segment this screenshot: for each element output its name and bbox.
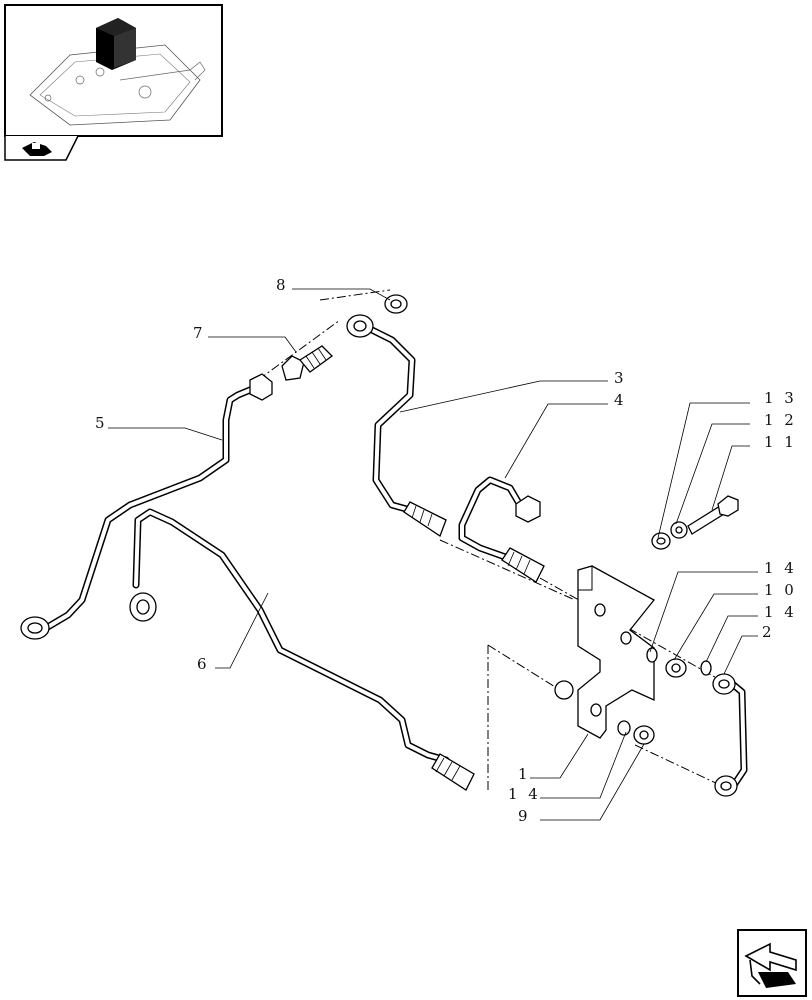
pipe-6	[129, 508, 475, 791]
washer-10	[665, 658, 687, 678]
callout-5: 5	[95, 414, 108, 432]
callout-1: 1	[518, 765, 531, 783]
callout-13: 1 3	[764, 389, 797, 407]
nut-9	[633, 725, 655, 745]
nut-13	[651, 532, 671, 550]
callout-11: 1 1	[764, 433, 797, 451]
callout-6: 6	[197, 655, 210, 673]
bolt-11	[687, 495, 739, 535]
pipe-2	[712, 673, 748, 797]
callout-12: 1 2	[764, 411, 797, 429]
next-page-button[interactable]	[737, 929, 807, 997]
bracket-1	[554, 565, 655, 739]
seal-14-right	[700, 660, 712, 676]
section-tab[interactable]	[4, 135, 79, 161]
tractor-section-icon	[22, 142, 52, 156]
seal-14-upper	[646, 647, 658, 663]
assembly-thumbnail[interactable]	[4, 4, 223, 137]
pipe-4	[458, 476, 545, 583]
washer-8	[384, 294, 408, 314]
callout-14-upper: 1 4	[764, 559, 797, 577]
seal-14-lower	[617, 720, 631, 736]
alignment-lines	[257, 289, 721, 790]
callout-14-lower: 1 4	[508, 785, 541, 803]
callout-14-right: 1 4	[764, 603, 797, 621]
callout-2: 2	[762, 623, 775, 641]
callout-9: 9	[518, 807, 531, 825]
callout-4: 4	[614, 391, 627, 409]
callout-7: 7	[193, 324, 206, 342]
next-page-arrow-icon	[744, 942, 797, 988]
callout-10: 1 0	[764, 581, 797, 599]
callout-3: 3	[614, 369, 627, 387]
washer-12	[670, 521, 688, 539]
fitting-7	[281, 345, 333, 381]
leader-lines	[108, 288, 758, 821]
pipe-3	[346, 314, 447, 537]
pipe-5	[20, 373, 273, 640]
hydraulic-lift-thumbnail-icon	[29, 18, 206, 126]
callout-8: 8	[276, 276, 289, 294]
callout-labels: 8 7 5 3 4 1 3 1 2 1 1 1 4 1 0 1 4 2 6 1 …	[95, 276, 797, 825]
